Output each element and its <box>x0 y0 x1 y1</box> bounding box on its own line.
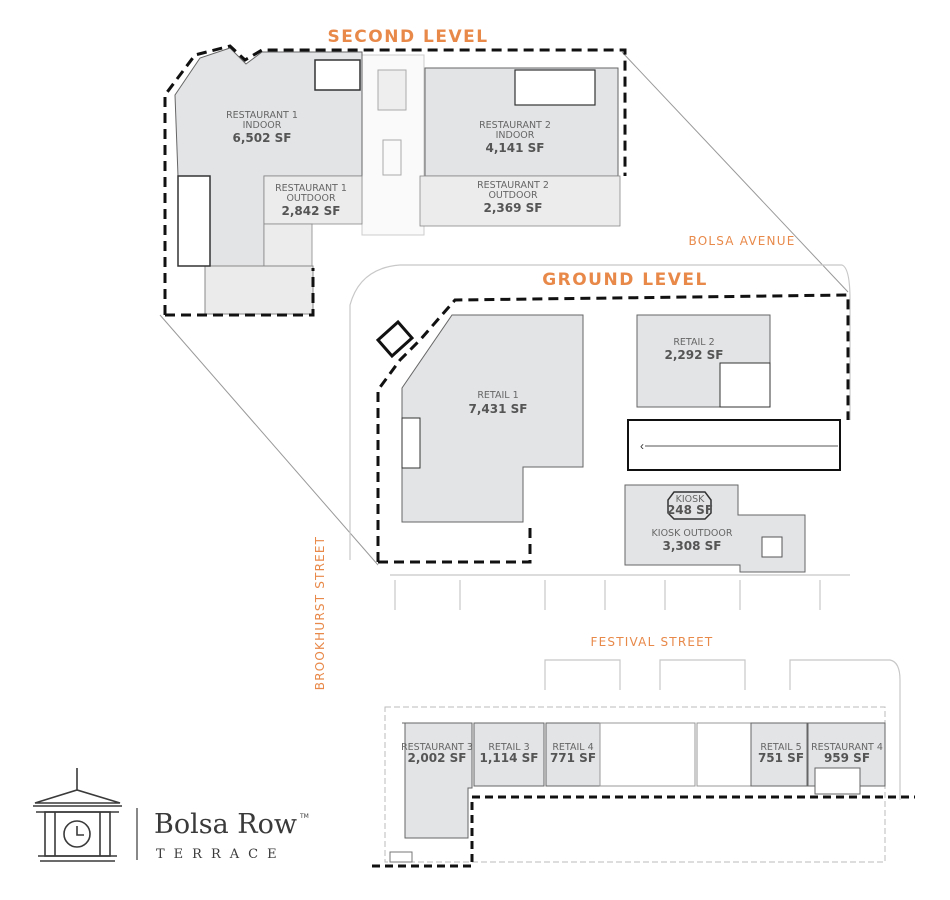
second-level-title: SECOND LEVEL <box>327 27 488 47</box>
retail-5-area[interactable] <box>750 722 808 787</box>
restaurant-1-indoor-area-value: 6,502 SF <box>233 131 292 145</box>
restrooms-ground <box>719 362 771 408</box>
bolsa-avenue-label: BOLSA AVENUE <box>689 234 796 248</box>
level-connector-right <box>621 51 849 293</box>
festival-street-block: RESTAURANT 3 2,002 SF RETAIL 3 1,114 SF … <box>372 706 915 868</box>
property-boundary <box>372 795 915 868</box>
restaurant-3-area[interactable] <box>402 722 473 839</box>
kiosk-outdoor-area-value: 3,308 SF <box>663 539 722 553</box>
second-level-wall-lower <box>165 268 315 317</box>
kiosk-area[interactable] <box>667 491 712 520</box>
restaurant-1-outdoor-sublabel: OUTDOOR <box>286 193 336 204</box>
planter <box>761 536 783 558</box>
restaurant-3-area-value: 2,002 SF <box>408 751 467 765</box>
retail-2-area-value: 2,292 SF <box>665 348 724 362</box>
restaurant-2-outdoor-area[interactable] <box>419 175 621 227</box>
retail-1-area-value: 7,431 SF <box>469 402 528 416</box>
retail-4-area[interactable] <box>545 722 601 787</box>
corridor-bottom <box>599 722 696 787</box>
terrace-lower <box>204 265 314 315</box>
stair-core <box>177 175 211 267</box>
restrooms <box>514 69 596 106</box>
gazebo-clock-icon <box>33 768 122 862</box>
level-connector-left <box>159 314 379 566</box>
restaurant-2-outdoor-sublabel: OUTDOOR <box>488 190 538 201</box>
restaurant-2-indoor-label: RESTAURANT 2 <box>479 120 551 131</box>
festival-street-label: FESTIVAL STREET <box>591 635 714 649</box>
retail-5-label: RETAIL 5 <box>760 742 801 753</box>
logo-subtitle: TERRACE <box>156 847 286 862</box>
restaurant-2-indoor-area-value: 4,141 SF <box>486 141 545 155</box>
passage <box>627 419 841 471</box>
stair-core-retail-1 <box>401 417 421 469</box>
site-boundary <box>349 264 851 560</box>
retail-4-area-value: 771 SF <box>550 751 596 765</box>
kiosk-label: KIOSK <box>676 494 706 505</box>
stair-tower <box>375 319 415 359</box>
retail-5-area-value: 751 SF <box>758 751 804 765</box>
restaurant-1-indoor-label: RESTAURANT 1 <box>226 110 298 121</box>
second-level-plan: SECOND LEVEL RESTAURANT 1 INDOOR 6,502 S… <box>163 27 627 317</box>
vacant-space <box>696 722 752 787</box>
retail-1-label: RETAIL 1 <box>477 390 518 401</box>
kiosk-area-value: 248 SF <box>667 503 713 517</box>
second-level-wall <box>163 44 627 315</box>
kiosk-outdoor-label: KIOSK OUTDOOR <box>652 528 733 539</box>
restaurant-1-outdoor-area-value: 2,842 SF <box>282 204 341 218</box>
brookhurst-street-label: BROOKHURST STREET <box>313 536 327 690</box>
restaurant-2-indoor-sublabel: INDOOR <box>496 130 535 141</box>
restroom-bottom <box>814 767 861 795</box>
restaurant-1-indoor-sublabel: INDOOR <box>243 120 282 131</box>
arrow-left-icon: ‹ <box>640 439 644 453</box>
logo-title: Bolsa Row <box>154 809 297 840</box>
parking-islands <box>390 574 850 610</box>
restaurant-1-outdoor-area-lower <box>263 223 313 267</box>
restaurant-2-outdoor-label: RESTAURANT 2 <box>477 180 549 191</box>
ground-level-plan: ‹ GROUND LEVEL RETAIL 1 7,431 SF RETAIL … <box>349 264 901 800</box>
ground-level-title: GROUND LEVEL <box>542 270 708 290</box>
bolsa-row-terrace-logo: Bolsa Row TM TERRACE <box>33 768 309 862</box>
logo-trademark: TM <box>299 813 309 820</box>
retail-4-label: RETAIL 4 <box>552 742 593 753</box>
void <box>382 139 402 176</box>
festival-street-curb <box>544 659 901 800</box>
ground-level-wall-lower <box>378 525 532 564</box>
stairs <box>377 69 407 111</box>
hatched-area <box>389 851 413 863</box>
restaurant-1-outdoor-label: RESTAURANT 1 <box>275 183 347 194</box>
restaurant-3-label: RESTAURANT 3 <box>401 742 473 753</box>
retail-1-area[interactable] <box>401 314 584 523</box>
retail-3-area[interactable] <box>473 722 545 787</box>
restaurant-4-area-value: 959 SF <box>824 751 870 765</box>
service-room <box>314 59 361 91</box>
restaurant-4-label: RESTAURANT 4 <box>811 742 883 753</box>
retail-2-label: RETAIL 2 <box>673 337 714 348</box>
retail-3-area-value: 1,114 SF <box>480 751 539 765</box>
restaurant-2-outdoor-area-value: 2,369 SF <box>484 201 543 215</box>
restaurant-1-outdoor-area[interactable] <box>263 175 363 225</box>
retail-3-label: RETAIL 3 <box>488 742 529 753</box>
